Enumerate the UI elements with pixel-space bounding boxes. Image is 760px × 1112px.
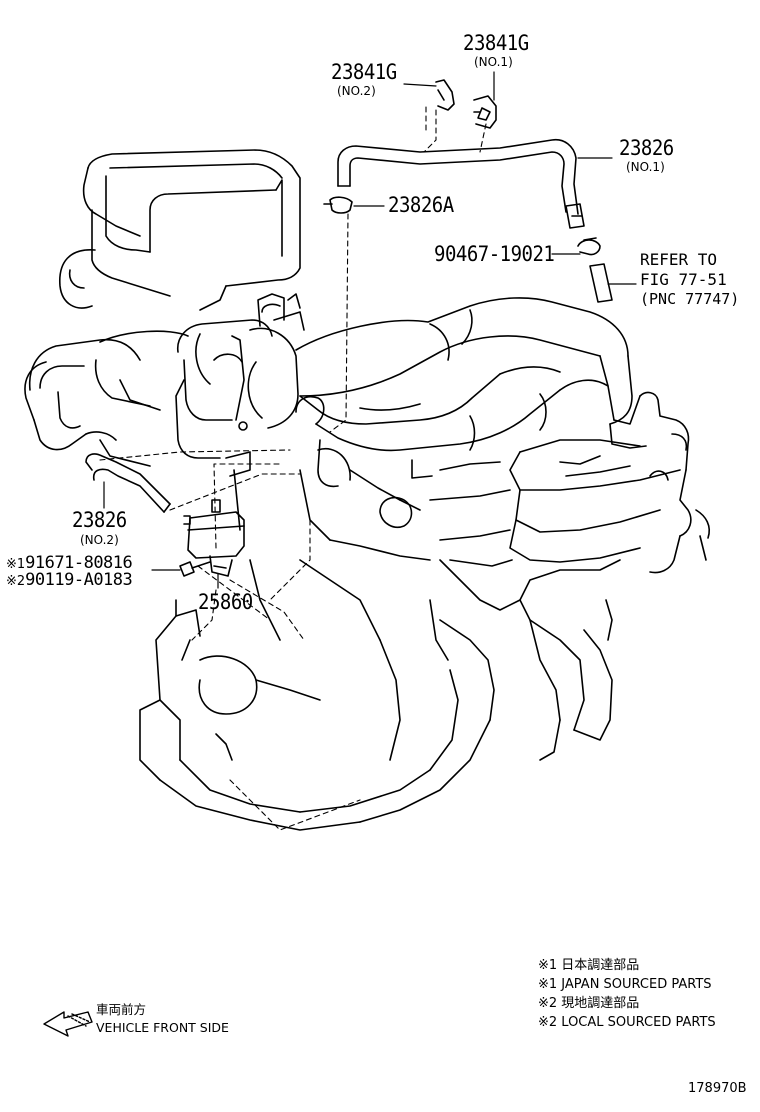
legend: ※1 日本調達部品 ※1 JAPAN SOURCED PARTS ※2 現地調達… (538, 956, 716, 1032)
part-23841g-no1-number: 23841G (463, 30, 529, 56)
clamp-23841g-no1-icon (473, 95, 497, 129)
valve-23826a-icon (329, 196, 353, 214)
part-90119-row: ※290119-A0183 (6, 570, 133, 590)
part-91671-row: ※191671-80816 (6, 553, 133, 573)
part-23826-no1-sub: (NO.1) (626, 160, 665, 174)
legend-line-3: ※2 現地調達部品 (538, 996, 640, 1011)
legend-line-4: ※2 LOCAL SOURCED PARTS (538, 1015, 716, 1030)
part-91671-number: 91671-80816 (25, 553, 133, 573)
part-25860-number: 25860 (198, 589, 253, 615)
figure-id: 178970B (688, 1081, 747, 1096)
vehicle-front-arrow-icon (43, 1011, 93, 1037)
bracket-23841g-no2-icon (435, 79, 455, 111)
clip-90467-icon (577, 239, 601, 256)
hose-23826-no1-icon (337, 138, 579, 215)
refer-line3: (PNC 77747) (640, 290, 740, 308)
vehicle-front-en: VEHICLE FRONT SIDE (96, 1020, 229, 1035)
vsv-25860-icon (187, 511, 245, 559)
part-23826a-number: 23826A (388, 192, 454, 218)
vehicle-front-jp: 車両前方 (96, 1002, 147, 1017)
part-23841g-no2-sub: (NO.2) (337, 84, 376, 98)
part-illustrations (85, 79, 613, 577)
part-91671-mark: ※1 (6, 557, 26, 572)
bolt-icon (179, 561, 195, 577)
hose-23826-no2-icon (85, 453, 171, 505)
legend-line-1: ※1 日本調達部品 (538, 958, 640, 973)
part-90467-number: 90467-19021 (434, 241, 555, 267)
part-23826-no2-number: 23826 (72, 507, 127, 533)
engine-illustration (24, 149, 711, 831)
part-90119-number: 90119-A0183 (25, 570, 133, 590)
legend-line-2: ※1 JAPAN SOURCED PARTS (538, 977, 712, 992)
dashed-guides (99, 103, 487, 831)
part-23841g-no2-number: 23841G (331, 59, 397, 85)
vehicle-front-note: 車両前方 VEHICLE FRONT SIDE (96, 1001, 229, 1037)
part-23841g-no1-sub: (NO.1) (474, 55, 513, 69)
refer-line1: REFER TO (640, 250, 718, 269)
leader-lines (103, 71, 637, 589)
refer-line2: FIG 77-51 (640, 270, 727, 289)
part-90119-mark: ※2 (6, 574, 26, 589)
part-23826-no2-sub: (NO.2) (80, 533, 119, 547)
part-23826-no1-number: 23826 (619, 135, 674, 161)
